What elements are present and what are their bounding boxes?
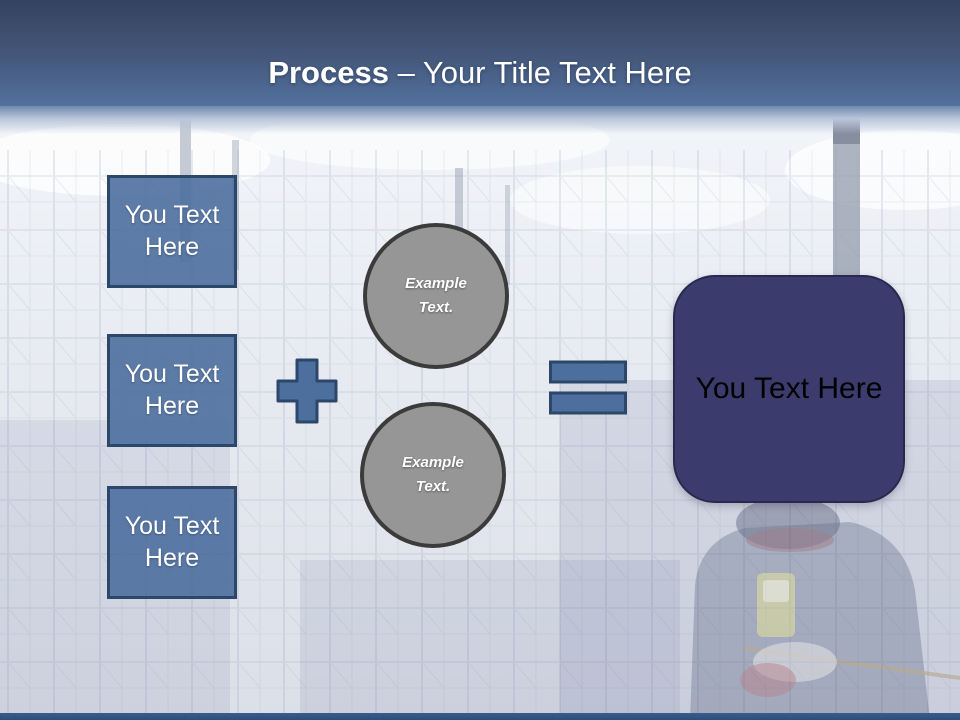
equals-icon [549,360,627,415]
circle-label: Example Text. [405,275,467,316]
title-regular-text: – Your Title Text Here [397,55,692,90]
worker-figure [690,497,960,720]
plus-icon [276,358,338,424]
step-box-label: You Text Here [124,201,220,261]
header-band [0,0,960,106]
title-bold-text: Process [268,55,389,90]
slide-title: Process – Your Title Text Here [0,52,960,94]
result-box-label: You Text Here [695,372,883,405]
header-soft-edge [0,106,960,134]
process-step-box-3: You Text Here [107,486,237,599]
example-circle-2: Example Text. [360,402,506,548]
footer-bar [0,713,960,720]
step-box-label: You Text Here [124,512,220,572]
process-step-box-2: You Text Here [107,334,237,447]
example-circle-1: Example Text. [363,223,509,369]
step-box-label: You Text Here [124,360,220,420]
result-box: You Text Here [673,275,905,503]
process-step-box-1: You Text Here [107,175,237,288]
circle-label: Example Text. [402,454,464,495]
